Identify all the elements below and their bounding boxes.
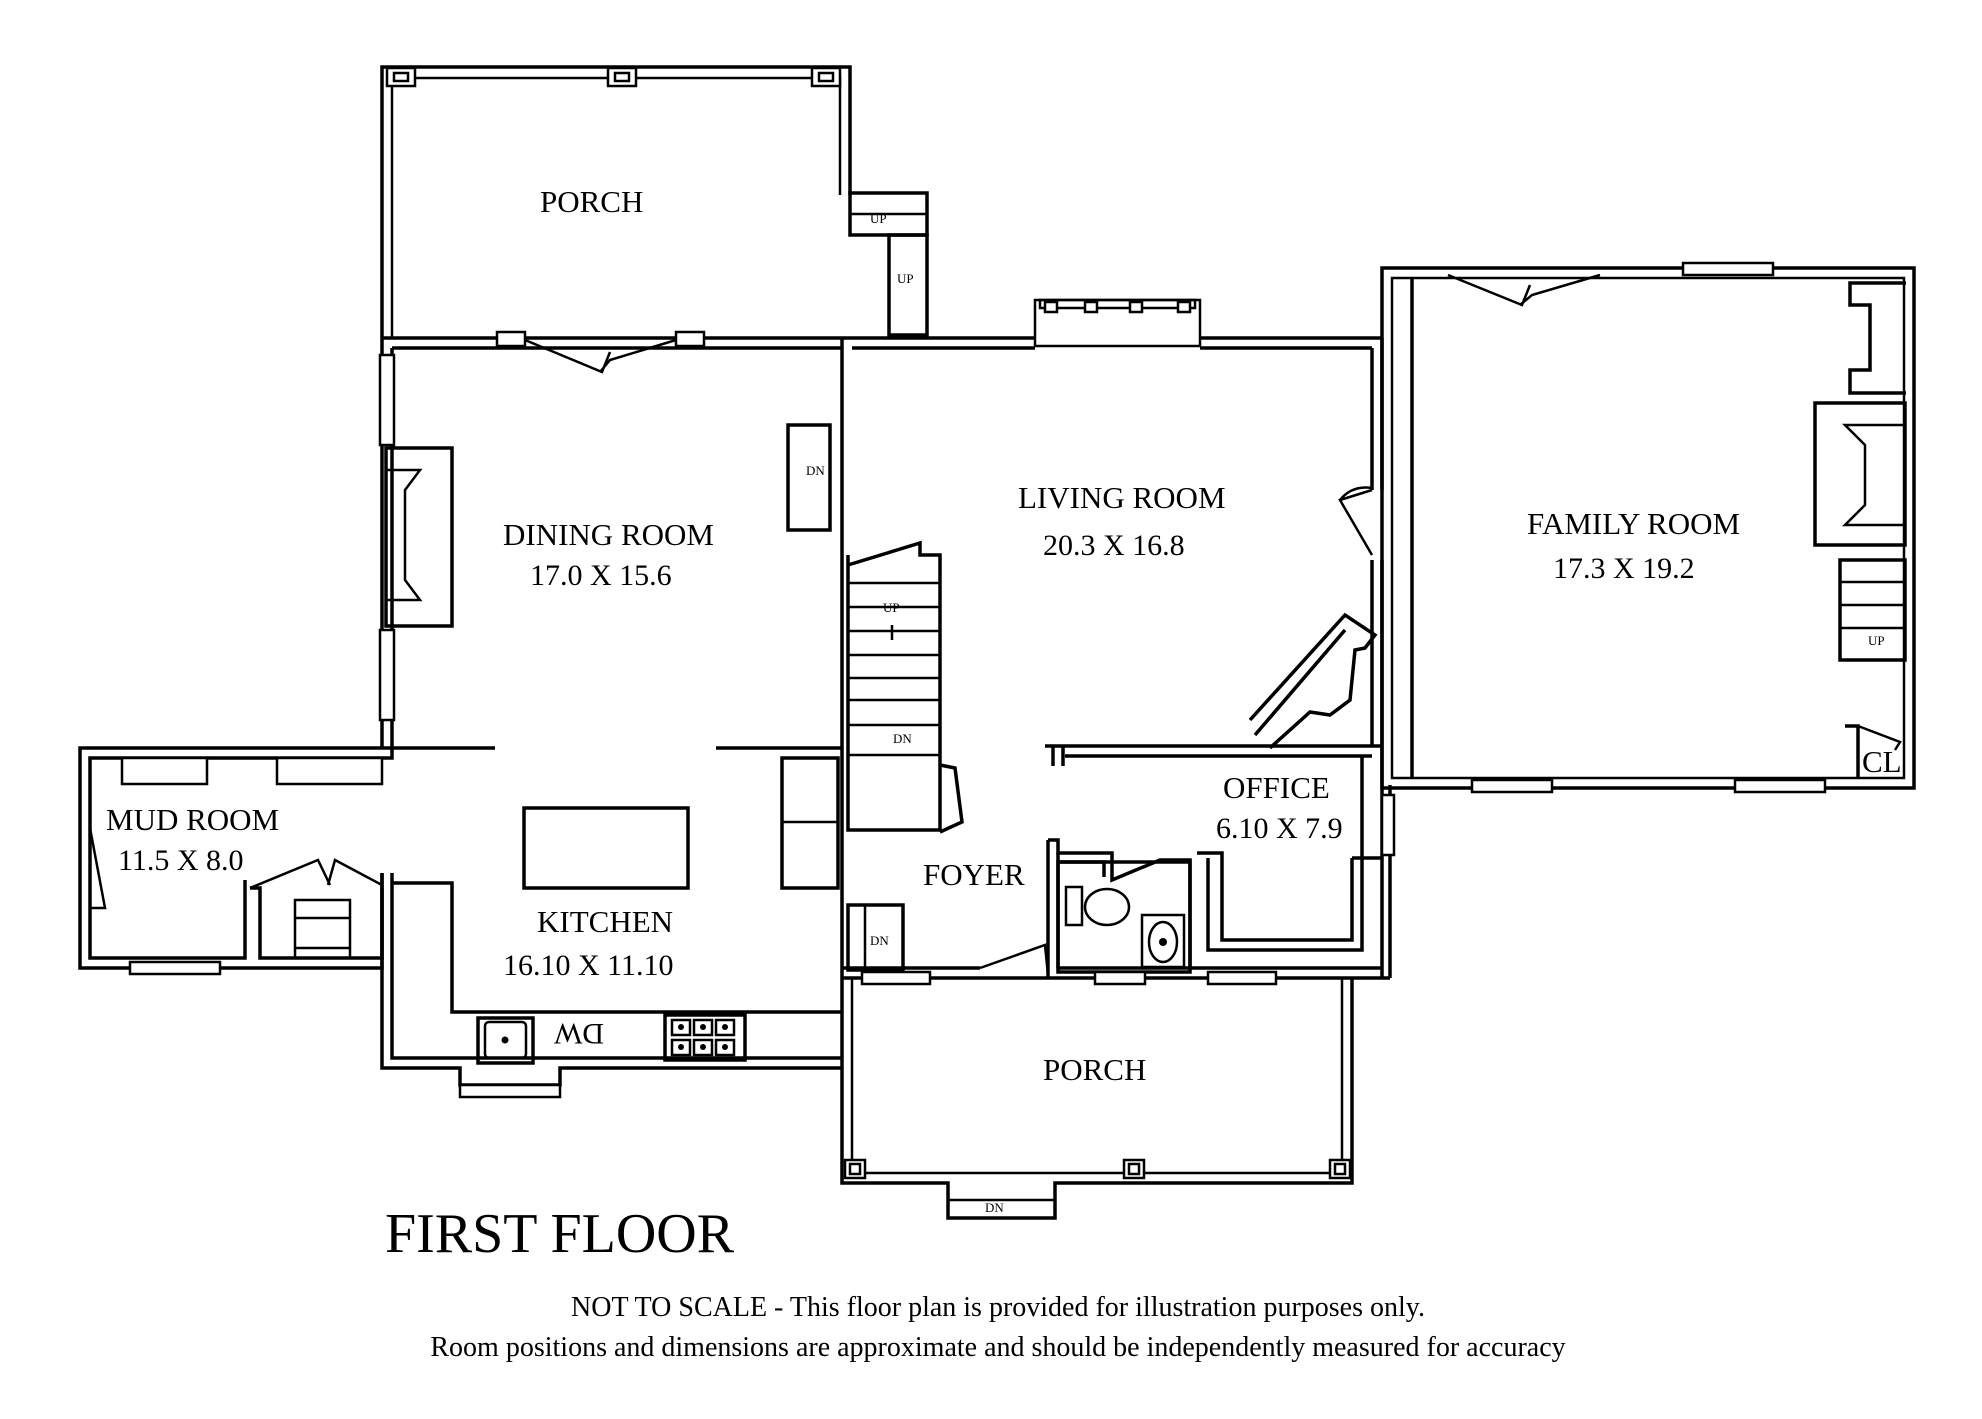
stair-up-label: UP <box>897 271 914 286</box>
closet-label: CL <box>1862 744 1902 779</box>
office-walls <box>1046 746 1396 978</box>
room-label-dining: DINING ROOM <box>503 517 714 552</box>
mud-closet <box>249 858 384 960</box>
room-label-porch-top: PORCH <box>540 184 643 219</box>
dining-french-door <box>495 330 706 374</box>
disclaimer-line-2: Room positions and dimensions are approx… <box>430 1332 1565 1363</box>
room-label-living: LIVING ROOM <box>1018 480 1226 515</box>
stair-up-label: UP <box>883 600 900 615</box>
foyer-stair: DN <box>846 903 905 972</box>
stair-down-label: DN <box>870 933 889 948</box>
top-porch: UP UP <box>380 65 929 338</box>
central-stair: UP DN <box>780 540 964 890</box>
family-closet: CL <box>1845 724 1902 779</box>
kitchen-range <box>663 1013 747 1062</box>
room-label-foyer: FOYER <box>923 857 1025 892</box>
dining-fireplace <box>384 446 454 628</box>
disclaimer-line-1: NOT TO SCALE - This floor plan is provid… <box>571 1292 1425 1323</box>
stair-up-label: UP <box>870 211 887 226</box>
dining-kitchen-walls: DN <box>378 330 844 1068</box>
front-wall: DN <box>842 903 1390 986</box>
room-label-office: OFFICE <box>1223 770 1330 805</box>
kitchen-walls: DW <box>380 806 842 1099</box>
room-size-family: 17.3 X 19.2 <box>1553 552 1695 585</box>
room-size-kitchen: 16.10 X 11.10 <box>503 949 674 982</box>
room-label-kitchen: KITCHEN <box>537 904 673 939</box>
family-room-walls: UP CL <box>1380 261 1916 794</box>
room-size-living: 20.3 X 16.8 <box>1043 529 1185 562</box>
cellar-stair: DN <box>786 423 832 532</box>
family-french-door <box>1447 273 1601 307</box>
living-bay-window <box>1033 298 1202 348</box>
room-label-family: FAMILY ROOM <box>1527 506 1740 541</box>
powder-room <box>1048 838 1192 974</box>
room-size-mud: 11.5 X 8.0 <box>118 844 244 877</box>
dishwasher-label: DW <box>553 1017 604 1050</box>
living-corner-fireplace <box>1248 612 1378 750</box>
room-label-mud: MUD ROOM <box>106 802 279 837</box>
family-stair: UP <box>1838 558 1907 662</box>
living-room-walls <box>842 298 1384 766</box>
stair-down-label: DN <box>893 731 912 746</box>
front-porch: DN <box>840 978 1354 1220</box>
stair-down-label: DN <box>806 463 825 478</box>
room-size-office: 6.10 X 7.9 <box>1216 812 1343 845</box>
porch-steps: UP UP <box>848 191 929 337</box>
room-label-porch-front: PORCH <box>1043 1052 1146 1087</box>
mud-room-walls <box>78 746 394 976</box>
stair-down-label: DN <box>985 1200 1004 1215</box>
room-size-dining: 17.0 X 15.6 <box>530 559 672 592</box>
plan-title: FIRST FLOOR <box>385 1203 735 1265</box>
kitchen-island <box>522 806 690 890</box>
family-fireplace <box>1813 401 1907 547</box>
kitchen-sink <box>476 1016 535 1065</box>
stair-up-label: UP <box>1868 633 1885 648</box>
